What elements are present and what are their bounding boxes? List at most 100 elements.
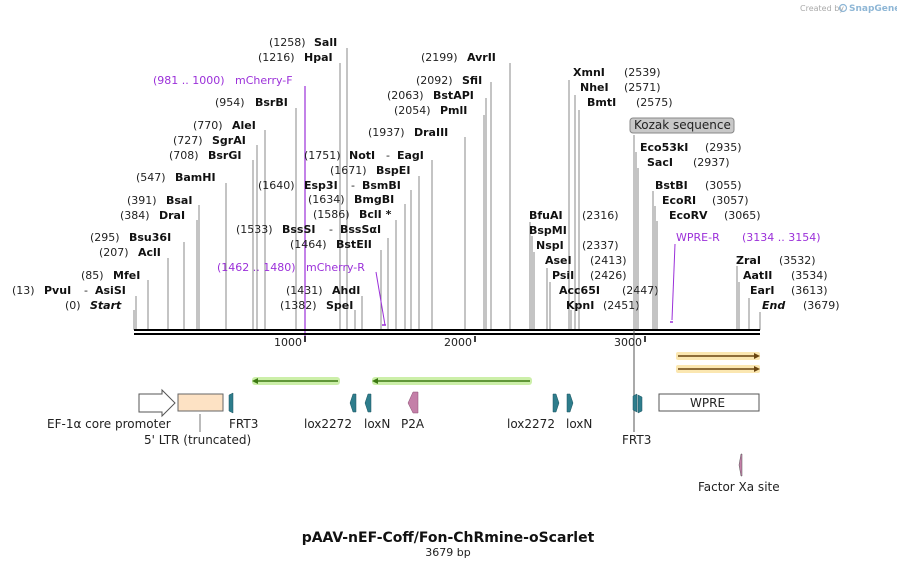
- brand-created-by: Created by: [800, 4, 844, 13]
- sequence-backbone: [134, 329, 760, 342]
- site-name-ecori: EcoRI: [662, 194, 696, 207]
- kozak-label: Kozak sequence: [634, 118, 731, 132]
- feature-label-frt3-right: FRT3: [622, 433, 651, 447]
- site-num-sfii: (2092): [416, 74, 453, 87]
- site-num-nspi: (2337): [582, 239, 619, 252]
- site-name-zrai: ZraI: [736, 254, 761, 267]
- site-num-eco53ki: (2935): [705, 141, 742, 154]
- site-num-hpai: (1216): [258, 51, 295, 64]
- loxn-right-shape: [566, 393, 574, 413]
- site-name-bsmbi: BsmBI: [362, 179, 401, 192]
- site-name-kpni: KpnI: [566, 299, 594, 312]
- site-num-acli: (207): [99, 246, 129, 259]
- ruler-tick-1000: 1000: [274, 336, 302, 349]
- site-num-end: (3679): [803, 299, 840, 312]
- brand-snapgene: SnapGene: [849, 4, 897, 14]
- site-name-pvui: PvuI: [44, 284, 71, 297]
- loxn-left-shape: [364, 393, 372, 413]
- site-num-saci: (2937): [693, 156, 730, 169]
- site-sep-noti: -: [386, 149, 390, 162]
- site-num-start: (0): [65, 299, 81, 312]
- feature-label-loxn-right: loxN: [566, 417, 592, 431]
- site-name-asei: AseI: [545, 254, 572, 267]
- site-num-aatii: (3534): [791, 269, 828, 282]
- site-num-bstbi: (3055): [705, 179, 742, 192]
- site-name-psii: PsiI: [552, 269, 574, 282]
- site-num-psii: (2426): [590, 269, 627, 282]
- site-num-ecorv: (3065): [724, 209, 761, 222]
- site-name-nspi: NspI: [536, 239, 564, 252]
- site-name-bspei: BspEI: [376, 164, 410, 177]
- site-name-esp3i: Esp3I: [304, 179, 338, 192]
- frt3-left-shape: [228, 392, 234, 414]
- site-num-bcli: (1586): [313, 208, 350, 221]
- site-num-ahdi: (1431): [286, 284, 323, 297]
- site-num-eari: (3613): [791, 284, 828, 297]
- site-name-xmni: XmnI: [573, 66, 605, 79]
- site-name-bsai: BsaI: [166, 194, 192, 207]
- site-num-xmni: (2539): [624, 66, 661, 79]
- primer-range-wpre-r: (3134 .. 3154): [742, 231, 821, 244]
- site-name-sfii: SfiI: [462, 74, 482, 87]
- site-name-aatii: AatII: [743, 269, 772, 282]
- site-num-acc65i: (2447): [622, 284, 659, 297]
- site-name-eagi: EagI: [397, 149, 424, 162]
- site-name-bstapi: BstAPI: [433, 89, 474, 102]
- site-num-bsrbi: (954): [215, 96, 245, 109]
- site-name-bfuai: BfuAI: [529, 209, 563, 222]
- site-sep-bsssi: -: [329, 223, 333, 236]
- site-sep-esp3i: -: [351, 179, 355, 192]
- site-num-bsssi: (1533): [236, 223, 273, 236]
- site-num-ecori: (3057): [712, 194, 749, 207]
- site-name-sgrai: SgrAI: [212, 134, 246, 147]
- site-num-noti: (1751): [304, 149, 341, 162]
- site-name-pmli: PmlI: [440, 104, 467, 117]
- site-name-mfei: MfeI: [113, 269, 140, 282]
- site-name-bstbi: BstBI: [655, 179, 688, 192]
- site-num-bsu36i: (295): [90, 231, 120, 244]
- primer-name-mcherry-r: mCherry-R: [306, 261, 365, 274]
- enzyme-labels-right: XmnI (2539) NheI (2571) BmtI (2575) Eco5…: [529, 66, 840, 312]
- site-name-eco53ki: Eco53kI: [640, 141, 688, 154]
- site-name-bsssai: BssSαI: [340, 223, 381, 236]
- p2a-shape: [407, 391, 419, 414]
- snapgene-logo-icon: [838, 3, 848, 13]
- site-name-alei: AleI: [232, 119, 256, 132]
- site-name-noti: NotI: [349, 149, 375, 162]
- site-name-acli: AclI: [138, 246, 161, 259]
- primer-name-wpre-r: WPRE-R: [676, 231, 720, 244]
- site-num-bsteii: (1464): [290, 238, 327, 251]
- orf-arrows-orange: [676, 352, 760, 373]
- orf-arrows-green: [252, 377, 532, 385]
- ef1a-promoter-shape: [138, 388, 176, 418]
- site-name-acc65i: Acc65I: [559, 284, 600, 297]
- lox2272-right-shape: [552, 393, 560, 413]
- site-name-spei: SpeI: [326, 299, 353, 312]
- site-num-bstapi: (2063): [387, 89, 424, 102]
- site-name-bamhi: BamHI: [175, 171, 216, 184]
- site-num-nhei: (2571): [624, 81, 661, 94]
- site-num-mfei: (85): [81, 269, 104, 282]
- site-num-pvui: (13): [12, 284, 35, 297]
- site-num-alei: (770): [193, 119, 223, 132]
- site-name-eari: EarI: [750, 284, 774, 297]
- site-name-bmgbi: BmgBI: [354, 193, 394, 206]
- feature-label-wpre: WPRE: [690, 396, 725, 410]
- site-num-bsai: (391): [127, 194, 157, 207]
- features-row: [138, 330, 760, 477]
- site-name-hpai: HpaI: [304, 51, 333, 64]
- feature-label-frt3-left: FRT3: [229, 417, 258, 431]
- feature-label-lox2272-right: lox2272: [507, 417, 555, 431]
- site-sep-pvui: -: [84, 284, 88, 297]
- feature-label-factor-xa: Factor Xa site: [698, 480, 780, 494]
- primer-labels: (981 .. 1000) mCherry-F (1462 .. 1480) m…: [153, 74, 821, 274]
- lox2272-left-shape: [349, 393, 357, 413]
- feature-label-p2a: P2A: [401, 417, 425, 431]
- primer-range-mcherry-r: (1462 .. 1480): [217, 261, 296, 274]
- primer-markers: [304, 86, 676, 342]
- feature-label-loxn-left: loxN: [364, 417, 390, 431]
- site-name-start: Start: [90, 299, 122, 312]
- site-name-asisi: AsiSI: [95, 284, 126, 297]
- primer-range-mcherry-f: (981 .. 1000): [153, 74, 225, 87]
